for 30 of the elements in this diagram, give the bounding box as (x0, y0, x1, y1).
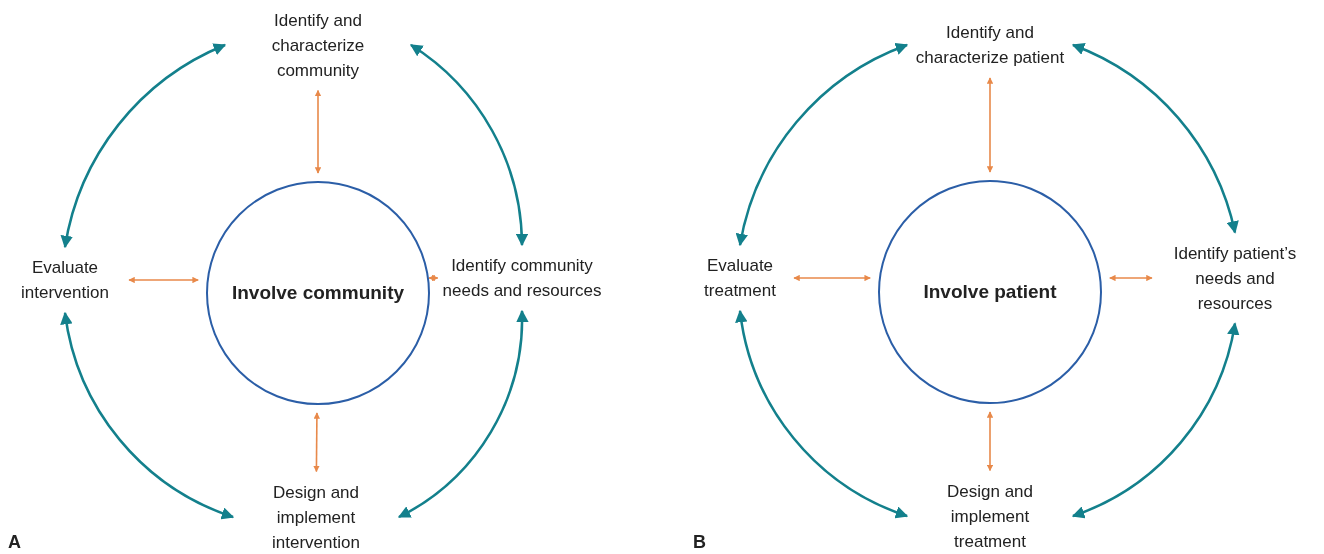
double-arrow (314, 89, 322, 174)
cycle-arrow (1071, 43, 1238, 234)
cycle-arrow (410, 44, 528, 247)
node-label: Involve community (231, 281, 405, 305)
double-arrow (986, 411, 994, 472)
double-arrow (128, 276, 199, 284)
circle-node (206, 181, 430, 405)
step-text: Identify patient’s needs and resources (1160, 240, 1310, 316)
double-arrow (428, 274, 439, 282)
step-text: Design and implement treatment (915, 478, 1065, 554)
cycle-arrow (61, 43, 227, 249)
step-text: Evaluate treatment (694, 253, 786, 303)
step-text: Identify and characterize patient (915, 20, 1065, 70)
step-text: Identify and characterize community (233, 7, 403, 83)
double-arrow (986, 77, 994, 173)
circle-node (878, 180, 1102, 404)
double-arrow (313, 412, 321, 473)
cycle-arrow (60, 311, 235, 519)
step-text: Identify community needs and resources (437, 253, 607, 303)
node-label: Involve patient (923, 280, 1057, 304)
cycle-arrow (736, 43, 909, 247)
step-text: Design and implement intervention (241, 479, 391, 554)
cycle-arrow (397, 309, 528, 519)
panel-letter: A (8, 532, 21, 553)
double-arrow (1109, 274, 1153, 282)
double-arrow (793, 274, 871, 282)
step-text: Evaluate intervention (9, 255, 121, 305)
cycle-arrow (735, 309, 909, 518)
cycle-arrow (1071, 322, 1239, 518)
panel-letter: B (693, 532, 706, 553)
